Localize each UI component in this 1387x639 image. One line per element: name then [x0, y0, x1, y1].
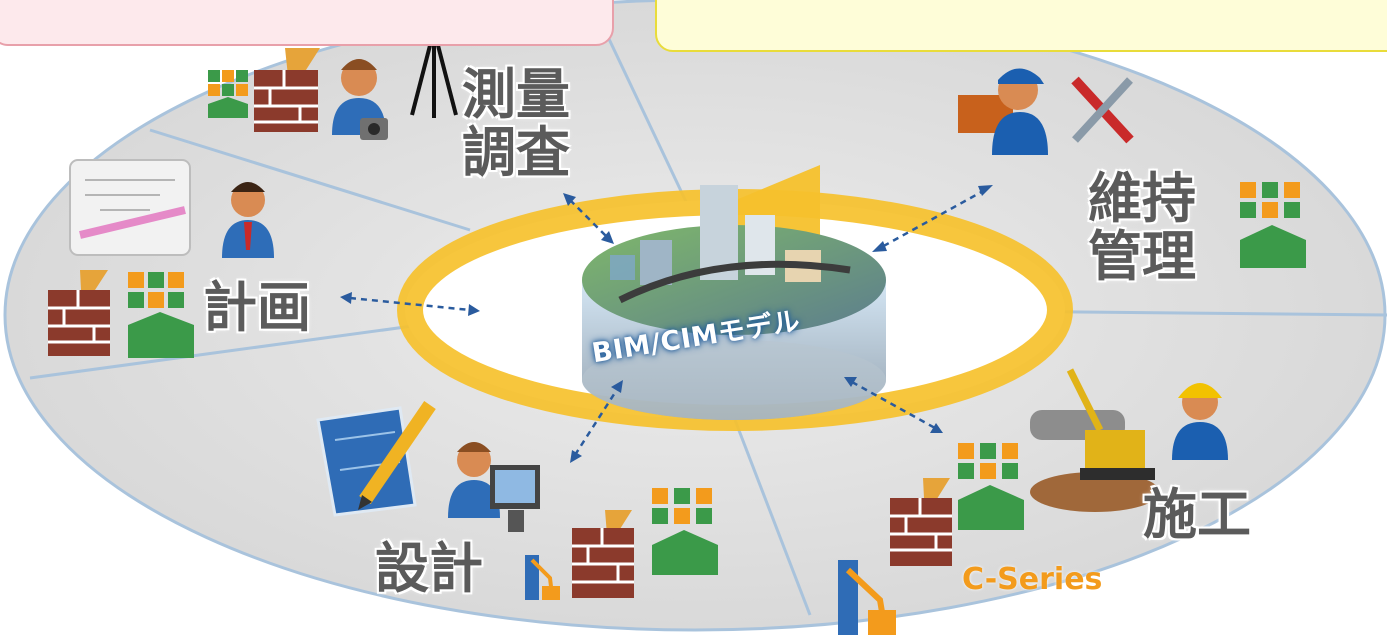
green-house-icon: [128, 272, 194, 358]
survey-label: 測量 調査: [462, 63, 570, 185]
brick-wall-icon: [48, 270, 110, 356]
designer-icon: [448, 442, 540, 532]
top-right-note-box: [655, 0, 1387, 52]
blueprint-rolls-icon: [69, 159, 191, 256]
brick-wall-icon: [572, 510, 634, 598]
blue-crane-icon: [525, 555, 560, 600]
maintenance-label-line1: 維持: [1088, 167, 1196, 230]
c-series-label: C-Series: [962, 562, 1103, 597]
top-left-note-box: [0, 0, 614, 46]
bim-cim-model-graphic: [582, 185, 886, 420]
brick-wall-icon: [890, 478, 952, 566]
green-house-icon: [208, 70, 248, 118]
green-house-icon: [652, 488, 718, 575]
maintenance-label-line2: 管理: [1088, 225, 1196, 289]
blueprint-pencil-icon: [316, 401, 436, 517]
blue-crane-icon: [838, 560, 896, 635]
construction-label: 施工: [1143, 483, 1251, 546]
excavator-icon: [1030, 368, 1160, 512]
design-label: 設計: [375, 537, 483, 600]
green-house-icon: [1240, 182, 1306, 268]
planner-icon: [222, 182, 274, 258]
green-house-icon: [958, 443, 1024, 530]
photographer-icon: [332, 59, 388, 140]
survey-label-line2: 調査: [462, 121, 570, 185]
planning-label: 計画: [203, 276, 311, 339]
construction-worker-icon: [1172, 383, 1228, 460]
connection-arrows: [340, 185, 993, 463]
wrench-screwdriver-icon: [1071, 76, 1134, 144]
maintenance-label: 維持 管理: [1088, 167, 1196, 289]
maintenance-worker-icon: [958, 68, 1048, 155]
brick-wall-icon: [254, 48, 320, 132]
survey-label-line1: 測量: [462, 63, 570, 126]
